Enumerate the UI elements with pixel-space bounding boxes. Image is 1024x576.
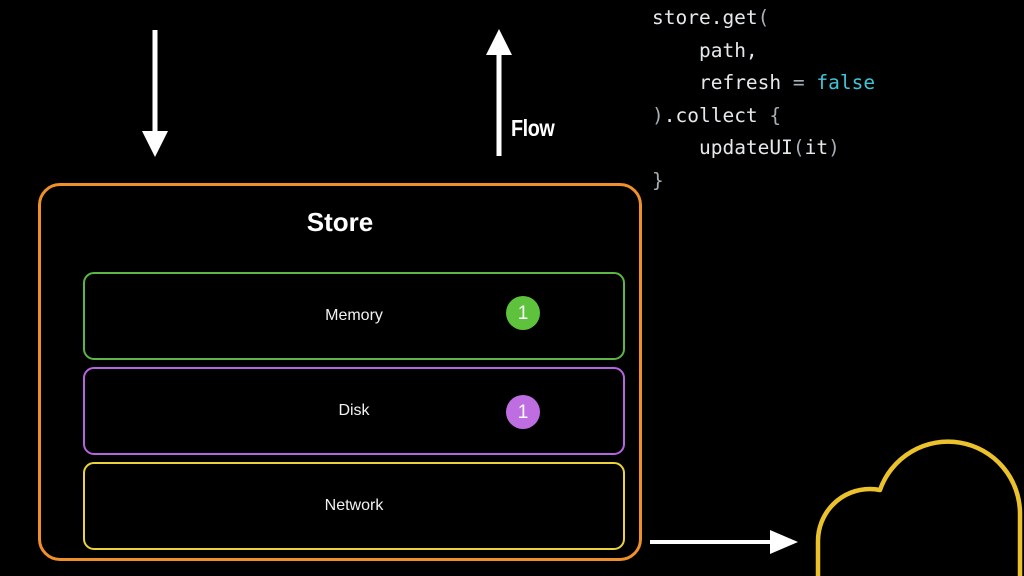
store-layer-disk[interactable]: Disk 1 xyxy=(83,367,625,455)
code-token: { xyxy=(769,103,782,127)
code-token: refresh xyxy=(698,71,793,94)
flow-up-arrow xyxy=(486,29,512,156)
code-token: path, xyxy=(698,38,758,62)
store-layer-memory[interactable]: Memory 1 xyxy=(83,272,625,360)
store-layer-memory-label: Memory xyxy=(325,307,383,324)
code-token: ( xyxy=(792,136,805,159)
store-layer-network[interactable]: Network xyxy=(83,462,625,550)
store-container: Store Memory 1 Disk 1 Network xyxy=(38,183,642,561)
code-token: store.get xyxy=(652,6,758,29)
code-line-6: } xyxy=(652,165,875,198)
store-layer-disk-badge: 1 xyxy=(506,395,540,429)
code-token: } xyxy=(652,168,664,192)
code-line-5: updateUI(it) xyxy=(652,132,875,165)
code-snippet: store.get( path, refresh = false).collec… xyxy=(652,2,875,197)
code-token: ) xyxy=(828,136,840,159)
code-token: = xyxy=(792,71,805,94)
code-line-4: ).collect { xyxy=(652,100,875,133)
code-token: false xyxy=(816,71,876,94)
code-token: ( xyxy=(757,6,770,29)
code-token: it xyxy=(804,136,829,159)
store-layer-network-label: Network xyxy=(324,497,384,514)
code-token: ) xyxy=(652,103,664,127)
request-down-arrow xyxy=(142,30,168,157)
cloud-icon xyxy=(815,439,1023,576)
network-to-cloud-arrow xyxy=(650,530,798,554)
code-token: .collect xyxy=(663,103,770,127)
store-layer-memory-badge: 1 xyxy=(506,296,540,330)
code-line-3: refresh = false xyxy=(652,67,875,100)
code-line-2: path, xyxy=(652,35,875,68)
code-line-1: store.get( xyxy=(652,2,875,35)
code-token xyxy=(805,71,817,94)
store-layer-disk-label: Disk xyxy=(338,402,370,419)
flow-label: Flow xyxy=(511,115,555,141)
code-token: updateUI xyxy=(698,136,793,159)
store-title: Store xyxy=(306,207,374,237)
